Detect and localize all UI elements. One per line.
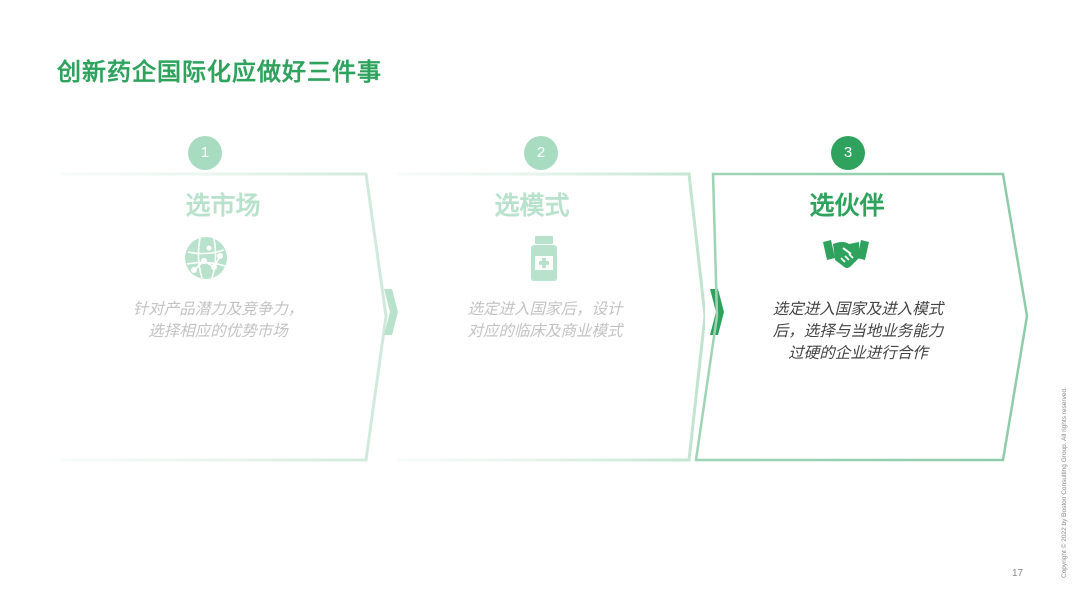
chevron-separator-icon (384, 289, 398, 335)
step-1-number: 1 (188, 136, 222, 170)
step-1-desc-line-2: 选择相应的优势市场 (148, 322, 288, 340)
step-3-card-outline (694, 172, 1029, 462)
globe-network-icon (182, 234, 232, 284)
step-3-desc-line-1: 选定进入国家及进入模式 (772, 300, 944, 318)
step-1-card: 选市场 针对产品潜力及竞争力， 选择相应的优势市场 (58, 170, 388, 462)
step-3-number: 3 (831, 136, 865, 170)
page-title: 创新药企国际化应做好三件事 (57, 58, 382, 86)
step-2-desc-line-1: 选定进入国家后，设计 (467, 300, 623, 318)
step-3-card: 选伙伴 选定进入国家及进入模式 后，选择与当地业务能力 过硬的企业进行合作 (693, 170, 1029, 462)
step-2-card-outline (397, 172, 705, 462)
step-3-heading: 选伙伴 (809, 191, 885, 220)
medicine-bottle-icon (518, 234, 568, 284)
handshake-icon (821, 236, 871, 286)
step-2-description: 选定进入国家后，设计 对应的临床及商业模式 (435, 298, 655, 342)
step-1-card-outline (60, 172, 388, 462)
step-2-number: 2 (524, 136, 558, 170)
step-1-heading: 选市场 (185, 191, 261, 220)
step-2-heading: 选模式 (494, 191, 570, 220)
step-3-description: 选定进入国家及进入模式 后，选择与当地业务能力 过硬的企业进行合作 (738, 298, 978, 364)
step-2-desc-line-2: 对应的临床及商业模式 (467, 322, 623, 340)
step-1-description: 针对产品潜力及竞争力， 选择相应的优势市场 (98, 298, 338, 342)
copyright-notice: Copyright © 2022 by Boston Consulting Gr… (1061, 387, 1068, 578)
page-number: 17 (1012, 568, 1024, 579)
step-3-desc-line-3: 过硬的企业进行合作 (788, 344, 928, 362)
step-3-desc-line-2: 后，选择与当地业务能力 (772, 322, 944, 340)
step-2-card: 选模式 选定进入国家后，设计 对应的临床及商业模式 (395, 170, 705, 462)
step-1-desc-line-1: 针对产品潜力及竞争力， (132, 300, 304, 318)
